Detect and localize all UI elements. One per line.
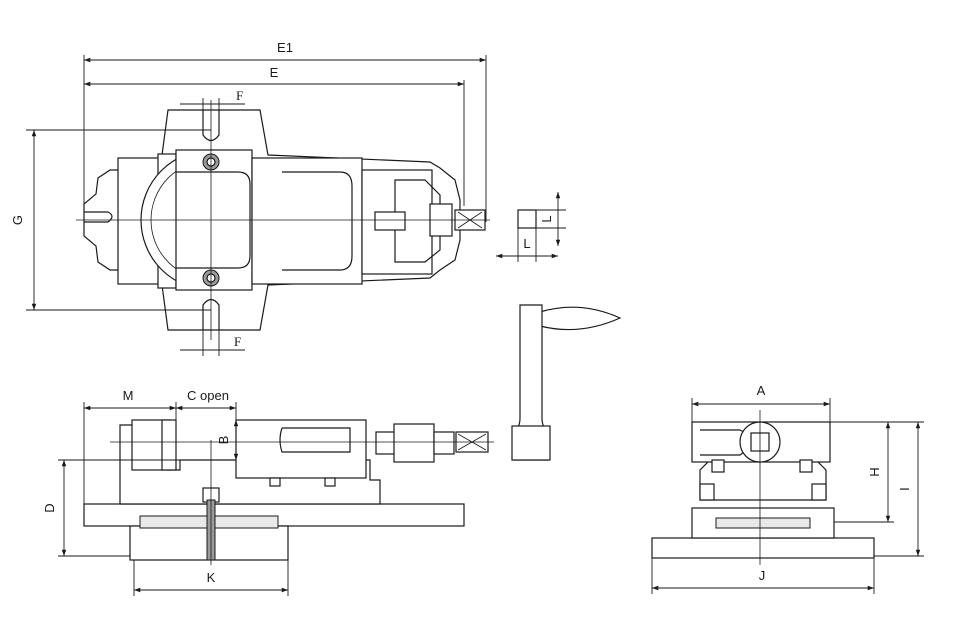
- square-end-detail: [496, 192, 566, 262]
- label-i: I: [897, 487, 912, 491]
- dimension-labels: E1 E F F G L L M C open B D K A H I J: [10, 40, 912, 585]
- front-view-screw-shaft: [433, 431, 455, 455]
- front-view-movable-jaw: [235, 419, 367, 479]
- top-view-left-slot: [84, 211, 113, 223]
- label-g: G: [10, 215, 25, 225]
- dimensions: [26, 55, 924, 596]
- front-view: [83, 419, 494, 565]
- top-view-screw: [374, 211, 406, 231]
- label-b: B: [216, 436, 231, 445]
- label-f-bottom: F: [234, 334, 241, 349]
- label-h: H: [867, 467, 882, 476]
- top-view-movable-jaw-recess: [282, 171, 353, 271]
- side-view-nut-right: [811, 483, 827, 501]
- label-l-horizontal: L: [523, 236, 530, 251]
- label-l-vertical: L: [539, 215, 554, 222]
- front-view-tnut-1: [269, 477, 281, 487]
- side-view-nut-left: [699, 483, 715, 501]
- side-view-clip-right: [799, 459, 813, 473]
- front-view-fixed-jaw-face: [161, 419, 177, 471]
- side-view-base-plate: [651, 537, 875, 559]
- label-m: M: [123, 388, 134, 403]
- top-view: [76, 100, 490, 340]
- label-k: K: [207, 570, 216, 585]
- front-view-screw-collar: [393, 423, 435, 463]
- label-a: A: [757, 383, 766, 398]
- side-view: [651, 410, 875, 565]
- label-e: E: [270, 65, 279, 80]
- label-f-top: F: [236, 88, 243, 103]
- side-view-clip-left: [711, 459, 725, 473]
- side-view-scale-band: [715, 517, 811, 529]
- square-end-outline: [517, 209, 537, 229]
- top-view-screw-housing-inner: [394, 179, 441, 263]
- front-view-screw: [375, 431, 397, 455]
- label-e1: E1: [277, 40, 293, 55]
- crank-handle-socket: [511, 425, 551, 461]
- label-d: D: [42, 503, 57, 512]
- front-view-tnut-2: [324, 477, 336, 487]
- label-c-open: C open: [187, 388, 229, 403]
- crank-handle-grip: [539, 306, 622, 331]
- top-view-movable-jaw: [251, 157, 363, 285]
- crank-handle: [511, 304, 622, 461]
- front-view-movable-jaw-recess: [279, 427, 351, 453]
- label-j: J: [759, 568, 766, 583]
